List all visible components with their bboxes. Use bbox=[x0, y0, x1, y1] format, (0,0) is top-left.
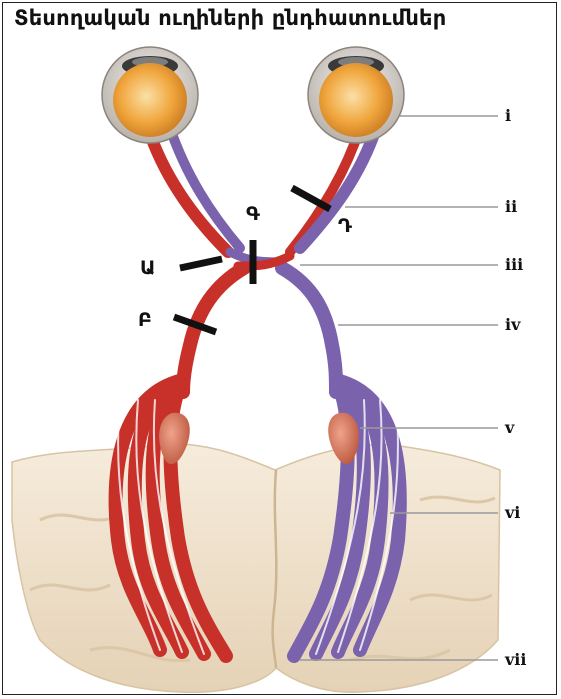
structure-label-ii: ii bbox=[505, 197, 517, 216]
lesion-label-b: Բ bbox=[138, 309, 152, 331]
structure-label-vi: vi bbox=[504, 503, 520, 522]
lesion-label-g: Գ bbox=[246, 203, 260, 225]
structure-label-vii: vii bbox=[504, 650, 526, 669]
structure-label-iv: iv bbox=[505, 315, 521, 334]
occipital-cortex bbox=[12, 444, 500, 692]
optic-nerves bbox=[148, 122, 378, 266]
lesion-label-a: Ա bbox=[140, 257, 155, 279]
left-eye bbox=[102, 47, 198, 143]
right-eye bbox=[308, 47, 404, 143]
structure-label-v: v bbox=[504, 418, 515, 437]
lesion-bar-a bbox=[180, 259, 222, 268]
lesion-label-d: Դ bbox=[338, 215, 352, 237]
structure-label-i: i bbox=[505, 106, 511, 125]
structure-label-iii: iii bbox=[505, 255, 523, 274]
